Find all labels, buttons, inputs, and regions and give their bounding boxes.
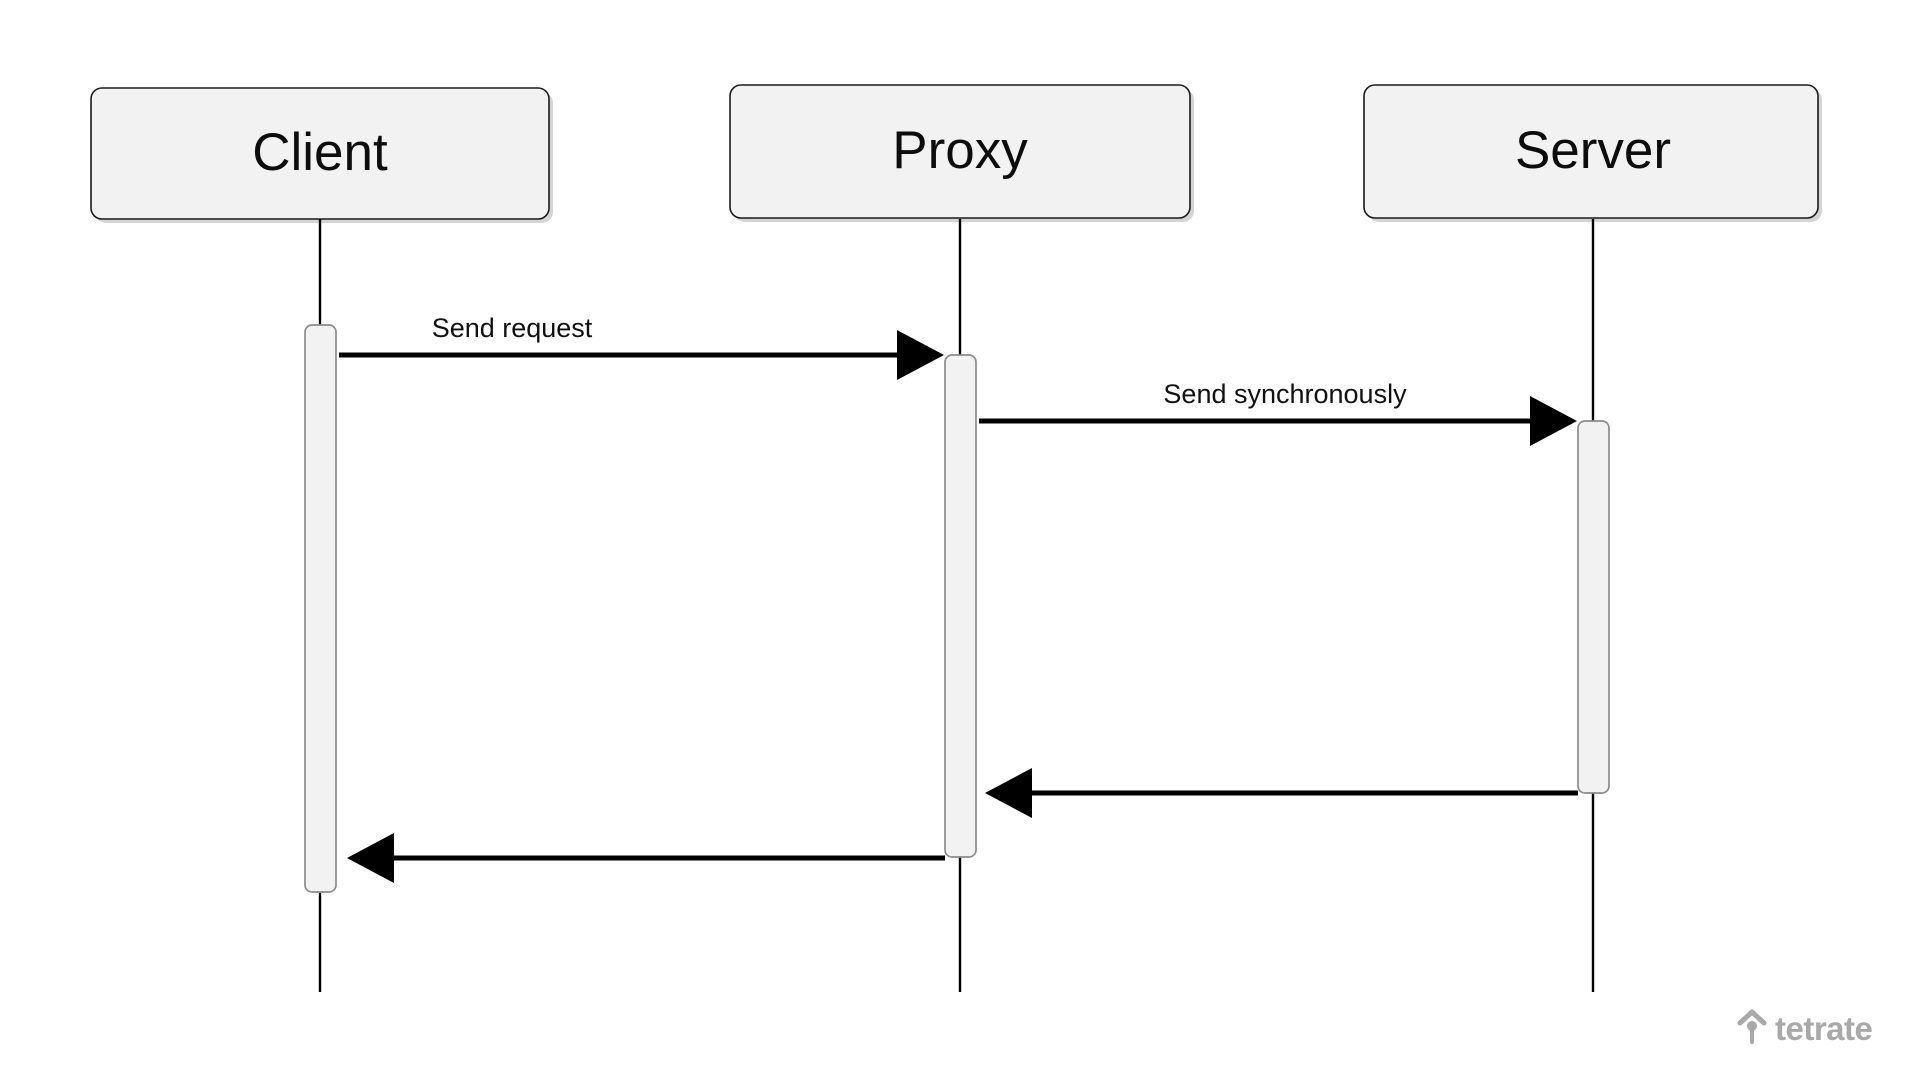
message-server-to-proxy-return[interactable]	[985, 768, 1578, 818]
client-box-label: Client	[252, 123, 388, 182]
tetrate-wordmark: tetrate	[1775, 1010, 1873, 1047]
server-box[interactable]	[1363, 84, 1819, 219]
activation-bar-proxy[interactable]	[944, 354, 977, 858]
proxy-box-label: Proxy	[892, 121, 1028, 180]
activation-bar-server[interactable]	[1577, 420, 1610, 794]
tetrate-dot-icon	[1747, 1021, 1757, 1031]
tetrate-logo-mark-icon	[1737, 1009, 1767, 1044]
message-proxy-to-client-return-arrowhead	[347, 833, 394, 883]
participant-server[interactable]: Server	[1363, 84, 1822, 222]
message-send-synchronously-arrowhead	[1530, 396, 1577, 446]
message-send-synchronously-label: Send synchronously	[1163, 379, 1407, 409]
tetrate-chevron-icon	[1737, 1009, 1767, 1026]
tetrate-logo: tetrate	[1737, 1009, 1873, 1047]
server-box-label: Server	[1515, 121, 1671, 180]
message-send-synchronously[interactable]: Send synchronously	[979, 379, 1577, 446]
message-send-request[interactable]: Send request	[339, 313, 944, 380]
participant-client[interactable]: Client	[90, 87, 553, 223]
message-proxy-to-client-return[interactable]	[347, 833, 945, 883]
message-send-request-arrowhead	[897, 330, 944, 380]
message-server-to-proxy-return-arrowhead	[985, 768, 1032, 818]
activation-bar-client[interactable]	[304, 324, 337, 893]
message-send-request-label: Send request	[432, 313, 593, 343]
participant-proxy[interactable]: Proxy	[729, 84, 1194, 222]
proxy-box[interactable]	[729, 84, 1191, 219]
